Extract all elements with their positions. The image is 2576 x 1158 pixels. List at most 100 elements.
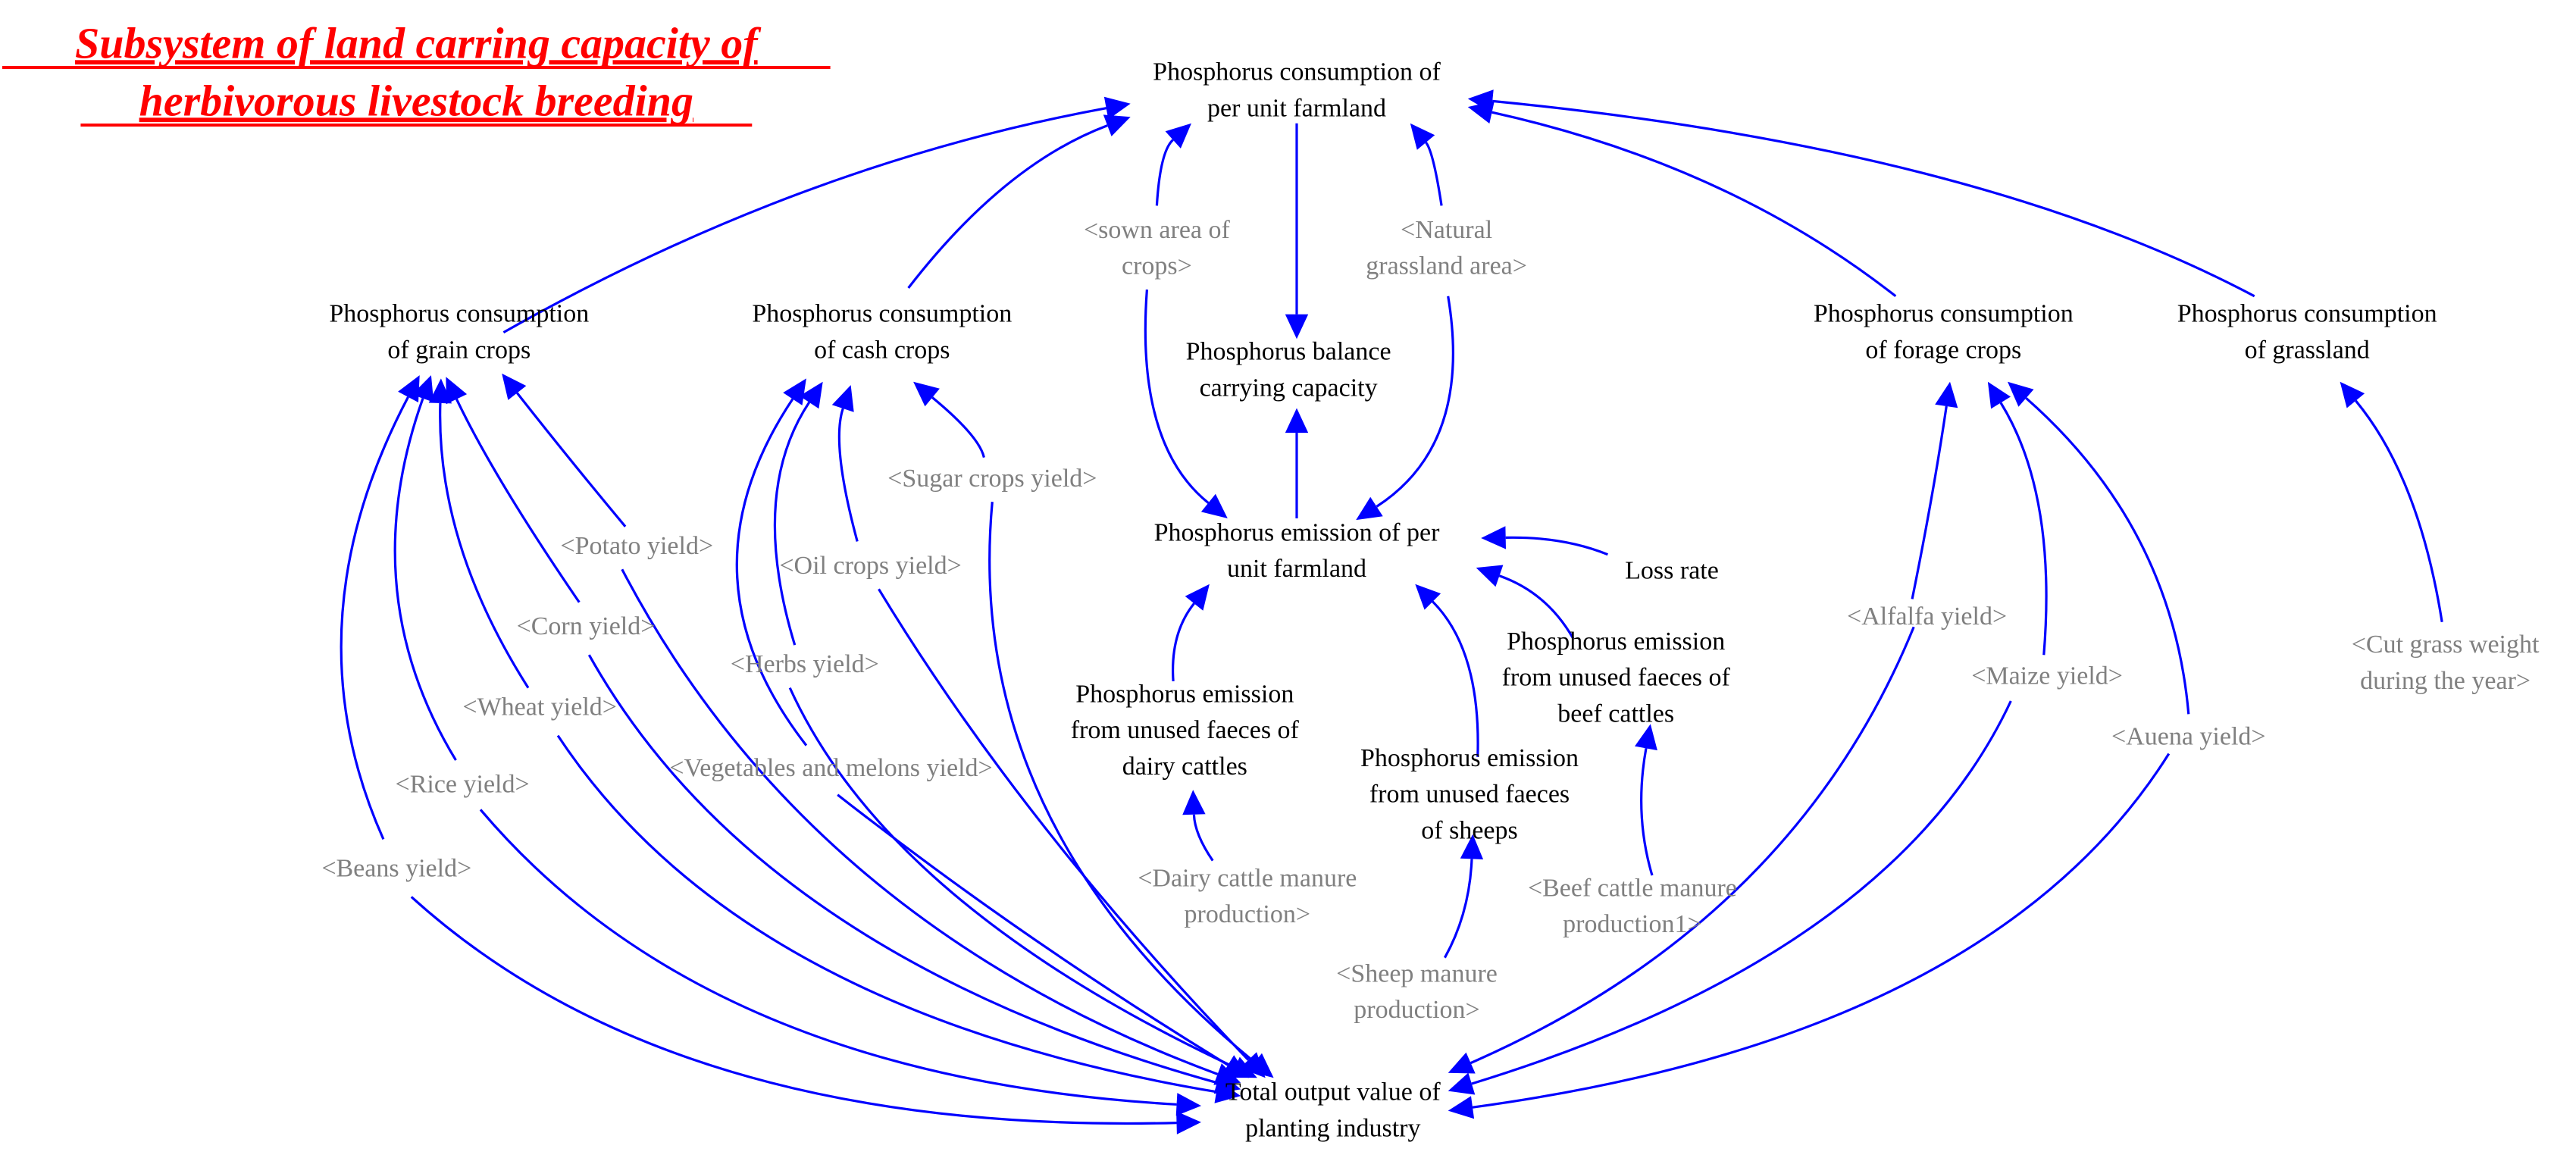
shadow-variable-beef-manure[interactable]: <Beef cattle manure production1> bbox=[1528, 874, 1737, 938]
link-total_output-to-corn_yield bbox=[587, 654, 1218, 1084]
link-total_output-to-potato_yield bbox=[621, 568, 1219, 1075]
arrowhead bbox=[1182, 790, 1206, 815]
arrowhead bbox=[1448, 1072, 1476, 1095]
link-total_output-to-alfalfa_yield bbox=[1470, 626, 1915, 1065]
node-label-line: <Beans yield> bbox=[321, 854, 471, 882]
node-label-line: from unused faeces of bbox=[1071, 716, 1300, 744]
shadow-variable-rice-yield[interactable]: <Rice yield> bbox=[396, 771, 530, 799]
node-label-line: of grain crops bbox=[387, 336, 531, 364]
link-sugar_yield-to-phos_cash bbox=[931, 396, 985, 459]
variable-emission-dairy[interactable]: Phosphorus emission from unused faeces of… bbox=[1071, 680, 1300, 781]
arrowhead bbox=[1467, 89, 1494, 113]
node-label-line: from unused faeces bbox=[1369, 781, 1570, 809]
link-alfalfa_yield-to-phos_forage bbox=[1911, 405, 1948, 599]
link-total_output-to-oil_yield bbox=[878, 588, 1250, 1061]
arrowhead bbox=[1481, 526, 1506, 549]
arrowhead bbox=[800, 381, 823, 409]
arrowhead bbox=[913, 381, 940, 407]
node-label-line: <Natural bbox=[1401, 216, 1492, 244]
node-label-line: production> bbox=[1185, 900, 1310, 928]
arrowhead bbox=[398, 375, 420, 402]
node-label-line: dairy cattles bbox=[1122, 753, 1247, 781]
link-auena_yield-to-phos_forage bbox=[2025, 397, 2190, 715]
shadow-variable-wheat-yield[interactable]: <Wheat yield> bbox=[462, 693, 617, 721]
arrowhead bbox=[783, 378, 806, 405]
link-emission_dairy-to-phos_emission_per_unit bbox=[1172, 602, 1195, 682]
node-label-line: planting industry bbox=[1245, 1114, 1420, 1142]
link-total_output-to-maize_yield bbox=[1471, 700, 2012, 1085]
link-maize_yield-to-phos_forage bbox=[1999, 402, 2048, 656]
diagram-title-line: herbivorous livestock breeding bbox=[139, 76, 693, 125]
shadow-variable-maize-yield[interactable]: <Maize yield> bbox=[1971, 662, 2123, 690]
shadow-variable-oil-yield[interactable]: <Oil crops yield> bbox=[779, 552, 961, 580]
node-label-line: <sown area of bbox=[1084, 216, 1231, 244]
arrowhead bbox=[502, 373, 527, 400]
shadow-variable-corn-yield[interactable]: <Corn yield> bbox=[517, 612, 656, 640]
node-label-line: Phosphorus emission bbox=[1075, 680, 1294, 708]
arrowhead bbox=[1165, 123, 1191, 149]
arrowhead bbox=[1103, 114, 1131, 136]
link-cut_grass-to-phos_grassland bbox=[2355, 399, 2443, 623]
node-label-line: <Rice yield> bbox=[396, 771, 530, 799]
shadow-variable-sown-area[interactable]: <sown area of crops> bbox=[1084, 216, 1231, 280]
arrowhead bbox=[446, 377, 468, 405]
node-label-line: <Beef cattle manure bbox=[1528, 874, 1737, 902]
arrowhead bbox=[1240, 1052, 1266, 1078]
link-total_output-to-auena_yield bbox=[1472, 753, 2171, 1109]
link-natural_grassland-to-phos_emission_per_unit bbox=[1376, 296, 1454, 508]
link-corn_yield-to-phos_grain bbox=[455, 398, 581, 603]
link-phos_forage-to-phos_consumption_per_unit bbox=[1491, 111, 1897, 298]
link-dairy_manure-to-emission_dairy bbox=[1192, 814, 1214, 862]
link-sown_area-to-phos_emission_per_unit bbox=[1144, 289, 1210, 504]
shadow-variable-herbs-yield[interactable]: <Herbs yield> bbox=[731, 650, 879, 678]
arrowhead bbox=[831, 385, 854, 412]
arrowhead bbox=[1635, 724, 1657, 751]
node-label-line: <Sheep manure bbox=[1336, 959, 1498, 987]
arrowhead bbox=[2340, 381, 2365, 408]
variable-loss-rate[interactable]: Loss rate bbox=[1625, 556, 1719, 584]
node-label-line: of sheeps bbox=[1421, 816, 1517, 844]
shadow-variable-auena-yield[interactable]: <Auena yield> bbox=[2111, 723, 2266, 751]
shadow-variable-sugar-yield[interactable]: <Sugar crops yield> bbox=[887, 465, 1097, 493]
link-potato_yield-to-phos_grain bbox=[516, 392, 627, 527]
arrowhead bbox=[1200, 493, 1228, 518]
node-label-line: production1> bbox=[1563, 910, 1701, 938]
node-label-line: <Sugar crops yield> bbox=[887, 465, 1097, 493]
link-total_output-to-wheat_yield bbox=[556, 734, 1217, 1094]
shadow-variable-potato-yield[interactable]: <Potato yield> bbox=[560, 532, 713, 560]
links-layer bbox=[340, 89, 2443, 1135]
arrowhead bbox=[1285, 314, 1309, 340]
node-label-line: per unit farmland bbox=[1207, 94, 1386, 122]
node-label-line: crops> bbox=[1122, 252, 1192, 280]
node-label-line: <Alfalfa yield> bbox=[1847, 602, 2007, 631]
node-label-line: Phosphorus balance bbox=[1186, 338, 1391, 366]
node-label-line: <Cut grass weight bbox=[2352, 631, 2540, 659]
shadow-variable-beans-yield[interactable]: <Beans yield> bbox=[321, 854, 471, 882]
link-total_output-to-rice_yield bbox=[479, 809, 1177, 1106]
shadow-variable-veg-yield[interactable]: <Vegetables and melons yield> bbox=[669, 754, 992, 782]
arrowhead bbox=[1176, 1111, 1201, 1135]
arrowhead bbox=[1476, 565, 1504, 587]
link-sown_area-to-phos_consumption_per_unit bbox=[1155, 139, 1174, 206]
arrowhead bbox=[1460, 834, 1484, 859]
link-oil_yield-to-phos_cash bbox=[837, 408, 859, 542]
link-total_output-to-beans_yield bbox=[410, 896, 1177, 1125]
node-label-line: <Herbs yield> bbox=[731, 650, 879, 678]
node-label-line: <Vegetables and melons yield> bbox=[669, 754, 992, 782]
diagram-title-line: Subsystem of land carring capacity of bbox=[75, 18, 762, 67]
shadow-variable-alfalfa-yield[interactable]: <Alfalfa yield> bbox=[1847, 602, 2007, 631]
